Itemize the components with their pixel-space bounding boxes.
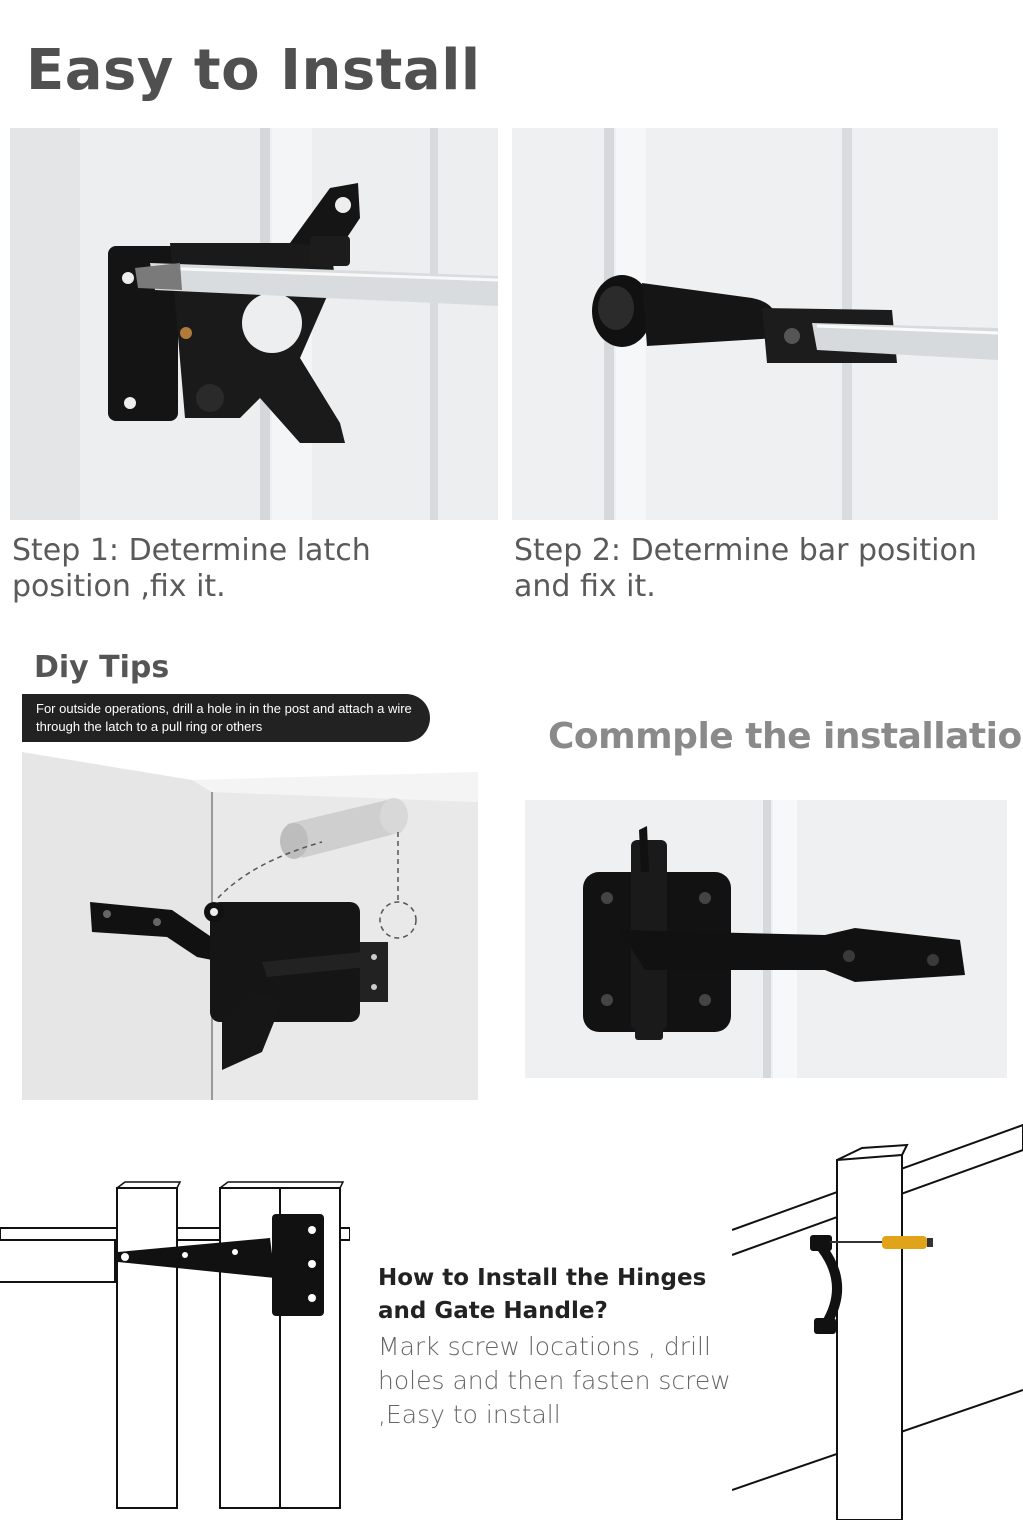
hinge-illustration [0,1180,350,1536]
hinges-description: Mark screw locations , drill holes and t… [378,1332,731,1429]
diy-tip-banner: For outside operations, drill a hole in … [22,694,430,742]
hinges-title: How to Install the Hinges and Gate Handl… [378,1265,707,1324]
diy-illustration [22,752,478,1100]
complete-photo [525,800,1007,1078]
step1-caption: Step 1: Determine latch position ,fix it… [12,533,371,604]
complete-title: Commple the installation [548,716,1023,757]
step2-photo [512,128,998,520]
step2-caption: Step 2: Determine bar position and fix i… [514,533,977,604]
diy-tips-title: Diy Tips [34,650,170,685]
step1-photo [10,128,498,520]
handle-illustration [732,1120,1023,1520]
page-title: Easy to Install [26,38,481,103]
